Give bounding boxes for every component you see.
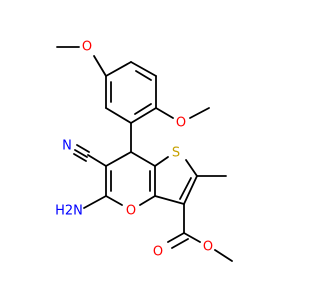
bond — [130, 107, 157, 124]
bond — [74, 149, 88, 158]
atom-oxygen-methoxy-top: O — [82, 40, 92, 55]
bond — [73, 153, 87, 162]
atom-oxygen-ester-link: O — [203, 240, 213, 255]
bond — [167, 232, 185, 243]
bond — [93, 55, 107, 77]
atom-nitrogen-nitrile: N — [62, 139, 72, 154]
atom-sulfur-ring: S — [172, 146, 180, 161]
bond — [185, 159, 198, 177]
bond — [105, 107, 132, 124]
bond — [135, 70, 152, 81]
bond-skeleton — [56, 46, 233, 262]
bond — [179, 177, 192, 200]
atom-oxygen-pyran: O — [126, 204, 136, 219]
atom-oxygen-methoxy-right: O — [176, 116, 186, 131]
bond — [105, 61, 132, 77]
bond — [214, 249, 233, 262]
bond — [171, 238, 189, 249]
bond — [183, 232, 201, 243]
bond — [155, 107, 174, 119]
bond — [154, 156, 169, 167]
chemical-structure-diagram: O O S N O H2N O O — [55, 39, 233, 262]
atom-amino-group: H2N — [55, 204, 83, 219]
bond — [189, 107, 210, 119]
atom-labels: O O S N O H2N O O — [55, 40, 213, 260]
atom-oxygen-ester-carbonyl: O — [153, 245, 163, 260]
bond — [139, 195, 156, 206]
bond — [130, 61, 157, 77]
bond — [105, 195, 123, 206]
bond — [134, 103, 152, 115]
bond — [105, 151, 132, 167]
bond — [83, 195, 107, 209]
bond — [154, 195, 185, 205]
bond — [183, 175, 198, 205]
bond — [130, 151, 156, 167]
bond — [87, 154, 107, 167]
bond — [76, 144, 90, 153]
